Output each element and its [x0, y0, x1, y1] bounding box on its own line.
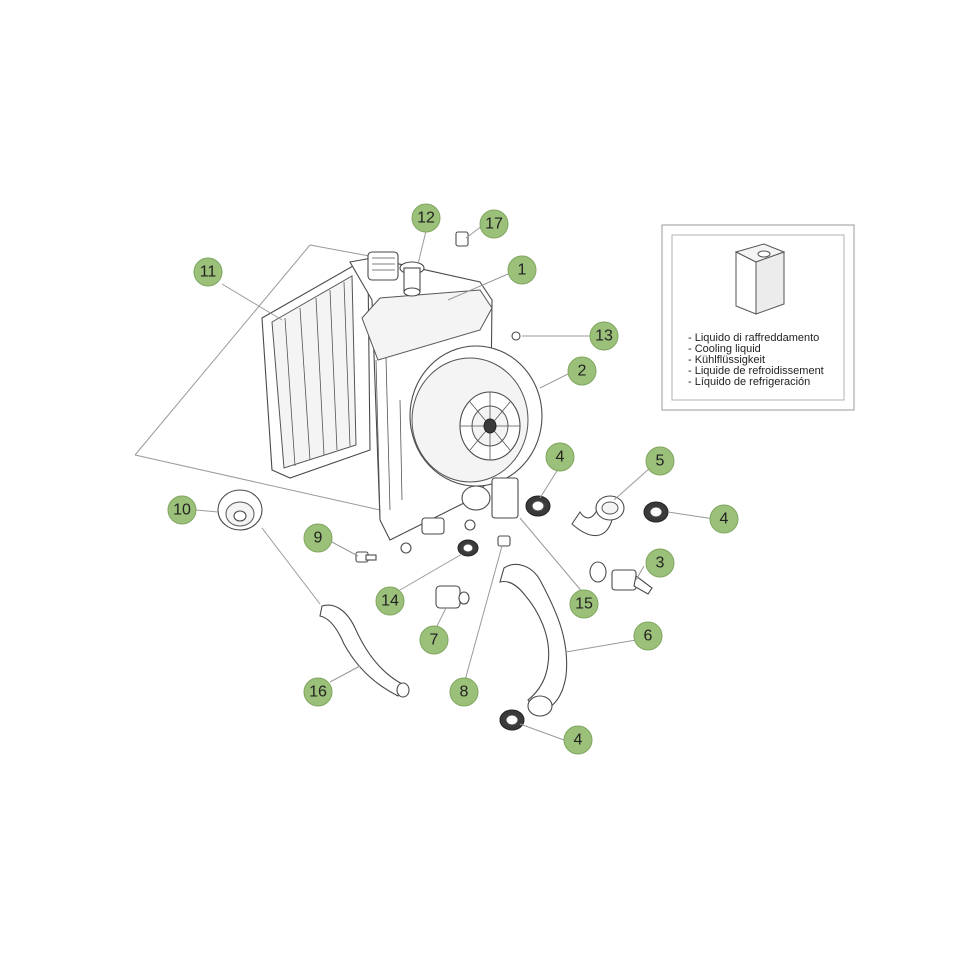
fitting-bracket: [461, 477, 519, 519]
callout-label: 6: [644, 628, 653, 645]
bracket-17: [455, 231, 469, 247]
callout-13: 13: [589, 321, 619, 351]
rubber-mount: [435, 585, 470, 609]
callout-label: 4: [556, 449, 565, 466]
hose-16: [319, 604, 410, 698]
callout-4c: 4: [563, 725, 593, 755]
fan-shroud: [409, 345, 543, 487]
callout-label: 4: [720, 511, 729, 528]
legend-line-en: - Cooling liquid: [688, 343, 761, 355]
callout-9: 9: [303, 523, 333, 553]
callout-label: 2: [578, 363, 587, 380]
callout-4a: 4: [545, 442, 575, 472]
callout-12: 12: [411, 203, 441, 233]
leader-lines: [195, 225, 715, 741]
coolant-legend: - Liquido di raffreddamento - Cooling li…: [661, 224, 855, 411]
callout-17: 17: [479, 209, 509, 239]
thermostat-sender: [589, 561, 653, 595]
hose-5: [571, 495, 625, 537]
legend-line-fr: - Liquide de refroidissement: [688, 365, 824, 377]
callout-14: 14: [375, 586, 405, 616]
callout-label: 1: [518, 262, 527, 279]
coolant-bottle-icon: [734, 243, 786, 315]
callout-label: 7: [430, 632, 439, 649]
callout-label: 8: [460, 684, 469, 701]
callout-label: 12: [417, 210, 435, 227]
bolt-9: [355, 551, 377, 563]
callout-label: 16: [309, 684, 327, 701]
callout-label: 4: [574, 732, 583, 749]
callout-2: 2: [567, 356, 597, 386]
callout-10: 10: [167, 495, 197, 525]
callout-8: 8: [449, 677, 479, 707]
radiator-grille: [261, 261, 371, 479]
callout-label: 17: [485, 216, 503, 233]
callout-11: 11: [193, 257, 223, 287]
callout-7: 7: [419, 625, 449, 655]
callout-label: 11: [200, 264, 217, 281]
callout-1: 1: [507, 255, 537, 285]
callout-label: 10: [173, 502, 191, 519]
callout-4b: 4: [709, 504, 739, 534]
screw-13: [511, 331, 521, 341]
clamp-14: [457, 539, 479, 557]
legend-line-it: - Liquido di raffreddamento: [688, 332, 819, 344]
callout-3: 3: [645, 548, 675, 578]
legend-line-de: - Kühlflüssigkeit: [688, 354, 765, 366]
callout-15: 15: [569, 589, 599, 619]
callout-16: 16: [303, 677, 333, 707]
callout-label: 14: [381, 593, 399, 610]
bolt-8: [497, 535, 511, 547]
hose-6: [499, 563, 568, 717]
callout-label: 9: [314, 530, 323, 547]
callout-label: 13: [595, 328, 613, 345]
legend-line-es: - Líquido de refrigeración: [688, 376, 810, 388]
callout-label: 5: [656, 453, 665, 470]
callout-5: 5: [645, 446, 675, 476]
callout-label: 3: [656, 555, 665, 572]
callout-label: 15: [575, 596, 593, 613]
radiator-cap: [217, 489, 263, 531]
callout-6: 6: [633, 621, 663, 651]
